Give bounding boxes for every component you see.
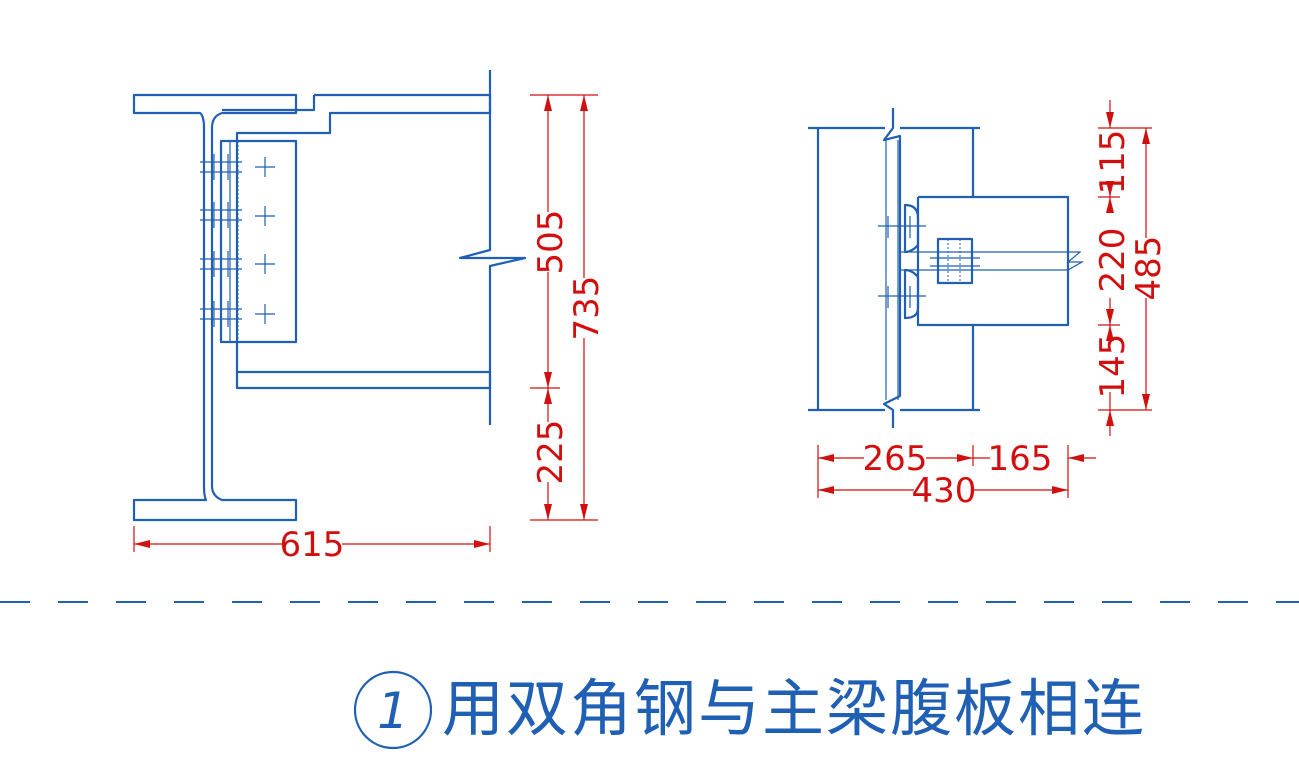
bolt-group-left <box>200 154 275 327</box>
dimension-265-165: 265 165 <box>817 439 1096 498</box>
dim-label-225: 225 <box>531 420 571 485</box>
drawing-title: 1 用双角钢与主梁腹板相连 <box>353 670 1146 750</box>
dim-label-265: 265 <box>863 439 928 479</box>
dim-label-165: 165 <box>988 439 1053 479</box>
secondary-beam <box>222 70 527 425</box>
main-member-plan <box>808 108 980 428</box>
dim-label-430: 430 <box>912 471 977 511</box>
bolt-row-3 <box>200 251 275 277</box>
double-angle-plate <box>219 139 298 344</box>
dimension-485: 485 <box>1129 128 1169 410</box>
right-section-view: 115 220 145 485 265 165 <box>808 100 1169 511</box>
dim-label-145: 145 <box>1093 334 1133 399</box>
dim-label-115: 115 <box>1093 130 1133 195</box>
dim-label-735: 735 <box>567 276 607 341</box>
dimension-735: 735 <box>567 95 607 520</box>
bolt-row-1 <box>200 154 275 180</box>
dimension-615: 615 <box>133 525 491 565</box>
dimension-430: 430 <box>818 471 1068 511</box>
dim-label-485: 485 <box>1129 236 1169 301</box>
callout-number: 1 <box>377 682 409 740</box>
bolt-group-right <box>878 216 980 308</box>
bolt-row-2 <box>200 202 275 228</box>
dim-label-615: 615 <box>280 525 345 565</box>
dim-label-505: 505 <box>531 210 571 275</box>
title-text: 用双角钢与主梁腹板相连 <box>442 672 1146 745</box>
dimension-505-225: 505 225 <box>530 94 598 521</box>
callout-circle <box>353 670 433 750</box>
secondary-beam-plan <box>900 195 1085 327</box>
dimension-115-220-145: 115 220 145 <box>1093 100 1152 436</box>
bolt-row-4 <box>200 301 275 327</box>
dim-label-220: 220 <box>1093 228 1133 293</box>
left-elevation-view: 615 505 225 735 <box>132 70 607 565</box>
main-girder-section <box>132 93 298 522</box>
